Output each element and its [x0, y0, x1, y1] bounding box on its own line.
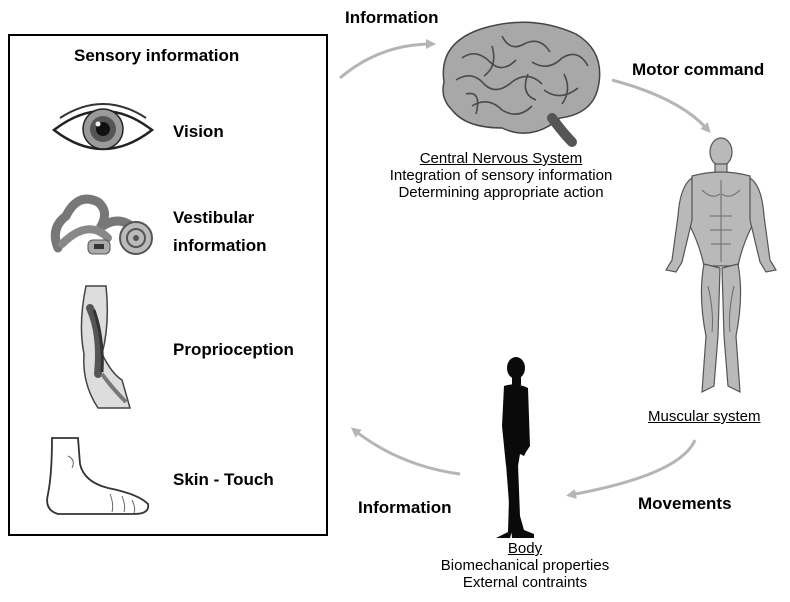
top-information-label: Information: [345, 8, 439, 28]
cns-title: Central Nervous System: [356, 150, 646, 167]
body-silhouette-icon: [490, 356, 550, 540]
movements-label: Movements: [638, 494, 732, 514]
body-title: Body: [508, 540, 542, 557]
body-line-2: External contraints: [400, 574, 650, 591]
brain-icon: [432, 18, 608, 144]
cns-text-block: Central Nervous System Integration of se…: [356, 150, 646, 201]
body-line-1: Biomechanical properties: [400, 557, 650, 574]
cns-line-1: Integration of sensory information: [356, 167, 646, 184]
cns-line-2: Determining appropriate action: [356, 184, 646, 201]
muscular-system-title: Muscular system: [648, 408, 761, 425]
motor-command-label: Motor command: [632, 60, 764, 80]
muscular-figure-icon: [662, 136, 780, 404]
body-text-block: Body Biomechanical properties External c…: [400, 540, 650, 591]
bottom-information-label: Information: [358, 498, 452, 518]
